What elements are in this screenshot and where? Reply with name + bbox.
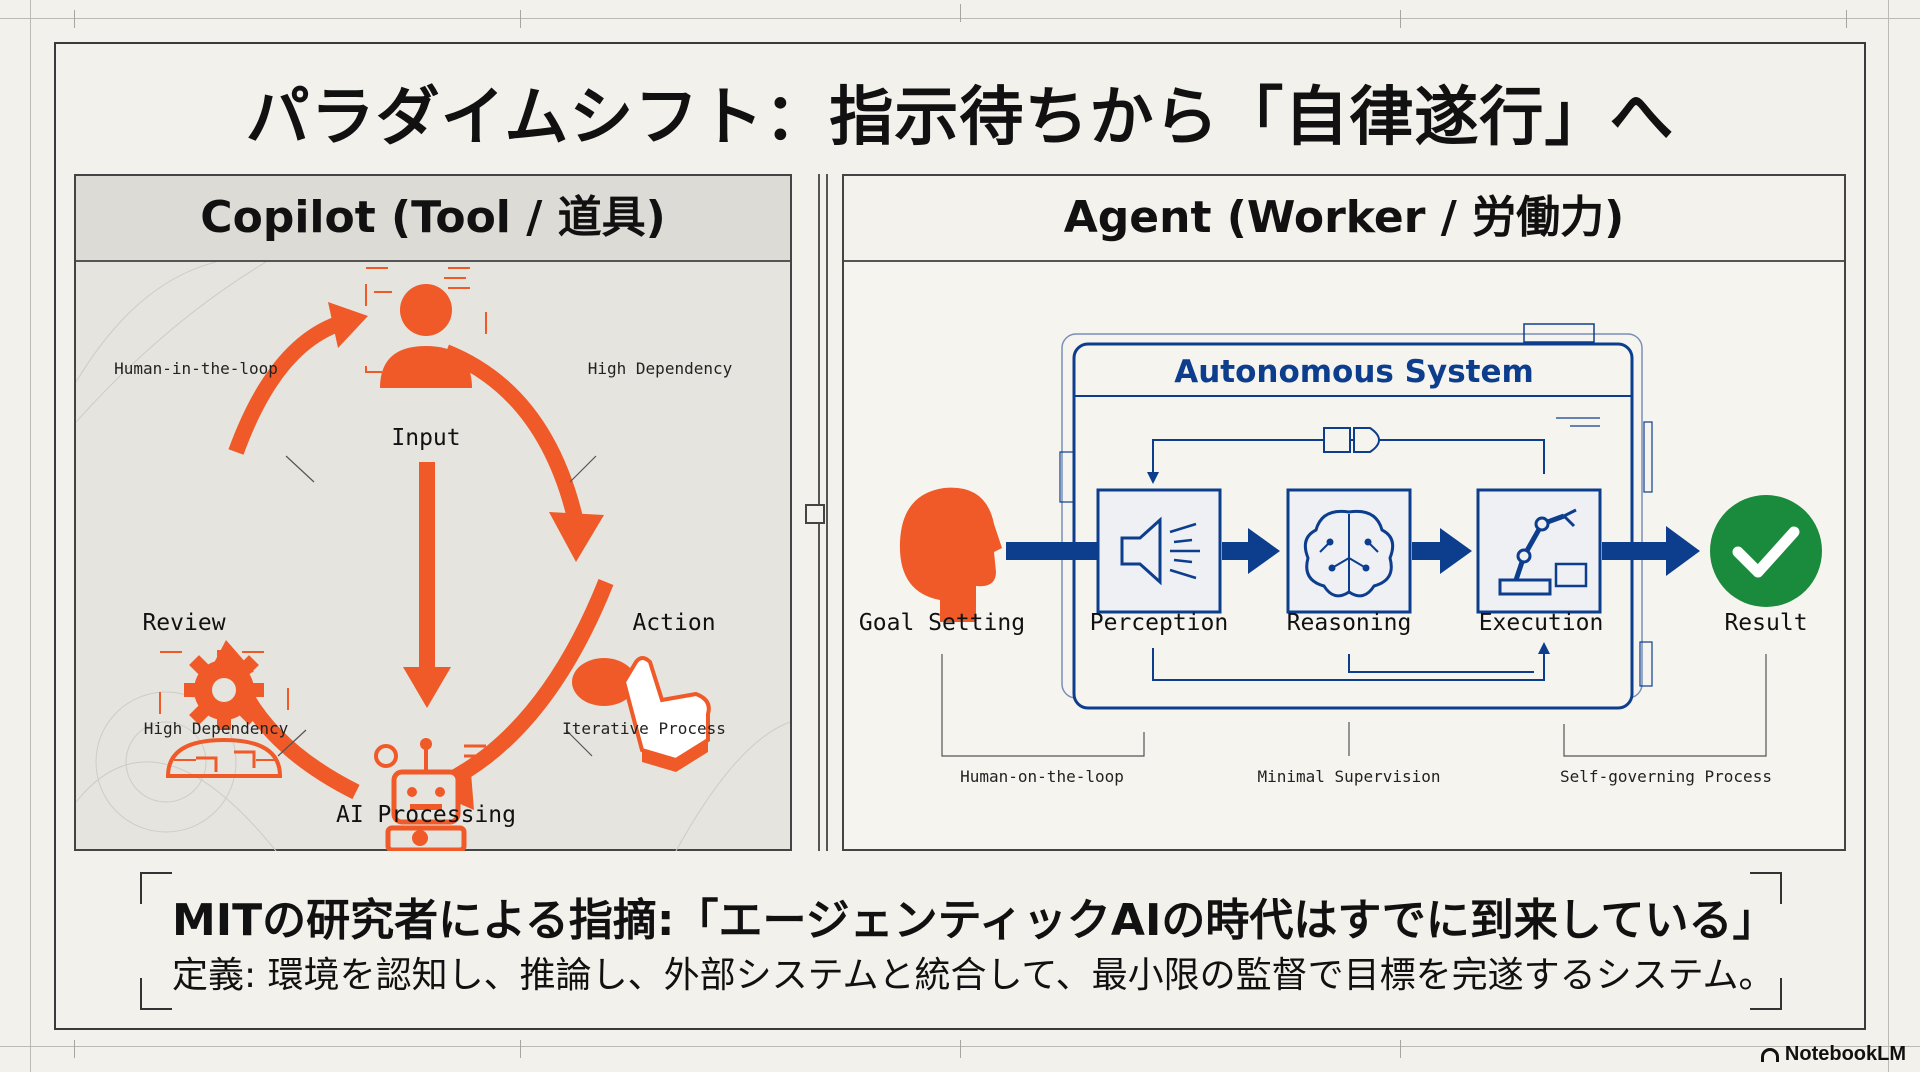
supervision-brackets — [941, 654, 1767, 757]
ruler-tick — [74, 1040, 75, 1058]
node-label-result: Result — [1724, 610, 1807, 636]
ruler-tick — [1846, 10, 1847, 28]
robot-arm-icon-box — [1476, 488, 1602, 614]
corner-bracket-bottom-right — [1750, 978, 1782, 1010]
node-label-action: Action — [632, 610, 715, 636]
notebooklm-icon — [1760, 1047, 1779, 1062]
agent-pipeline-diagram: Autonomous System — [859, 323, 1822, 786]
annotation-human-in-the-loop: Human-in-the-loop — [114, 359, 278, 378]
copilot-cycle-diagram: Input Action AI Processing Review Human-… — [76, 262, 790, 851]
node-label-perception: Perception — [1090, 610, 1228, 636]
corner-bracket-top-left — [140, 872, 172, 904]
pointing-hand-icon — [572, 656, 711, 772]
node-label-reasoning: Reasoning — [1287, 610, 1412, 636]
ruler-tick — [960, 1040, 961, 1058]
autonomous-system-title: Autonomous System — [1174, 354, 1534, 390]
notebooklm-logo: NotebookLM — [1760, 1043, 1906, 1066]
agent-panel: Agent (Worker / 労働力) Autonomous System — [842, 174, 1846, 851]
annotation-iterative-process: Iterative Process — [562, 719, 726, 738]
arrow-input-to-action — [442, 344, 584, 524]
slide-frame — [54, 42, 1866, 1030]
person-icon — [365, 267, 487, 388]
mit-quote: MITの研究者による指摘:「エージェンティックAIの時代はすでに到来している」 — [172, 895, 1777, 946]
agent-heading: Agent (Worker / 労働力) — [844, 176, 1844, 262]
brand-label: NotebookLM — [1784, 1043, 1906, 1065]
panel-divider — [826, 174, 828, 851]
gear-icon — [159, 650, 289, 778]
perception-box — [1096, 488, 1222, 614]
node-label-input: Input — [391, 425, 460, 451]
node-label-goal-setting: Goal Setting — [859, 610, 1025, 636]
node-label-ai-processing: AI Processing — [336, 802, 516, 828]
arrow-head — [403, 667, 451, 708]
definition-text: 定義: 環境を認知し、推論し、外部システムと統合して、最小限の監督で目標を完遂す… — [172, 955, 1775, 996]
robot-icon — [374, 738, 486, 851]
node-label-execution: Execution — [1479, 610, 1604, 636]
guide-line-right — [1888, 0, 1889, 1072]
corner-bracket-bottom-left — [140, 978, 172, 1010]
annotation-leaders — [277, 455, 597, 757]
ruler-tick — [960, 4, 961, 22]
arrow-review-to-input — [228, 314, 347, 455]
copilot-heading: Copilot (Tool / 道具) — [76, 176, 790, 262]
corner-bracket-top-right — [1750, 872, 1782, 904]
pipeline-arrows — [1006, 526, 1700, 576]
annotation-minimal-supervision: Minimal Supervision — [1257, 767, 1440, 786]
annotation-self-governing-process: Self-governing Process — [1560, 767, 1772, 786]
arrow-head — [328, 302, 368, 348]
checkmark-icon — [1710, 495, 1822, 607]
ruler-tick — [74, 10, 75, 28]
arrow-action-to-ai — [442, 579, 614, 790]
logic-gate-icon — [1323, 427, 1380, 453]
copilot-panel: Copilot (Tool / 道具) — [74, 174, 792, 851]
divider-marker — [805, 504, 825, 524]
arrow-head — [1538, 642, 1550, 654]
annotation-high-dependency-top: High Dependency — [588, 359, 733, 378]
brain-icon-box — [1286, 488, 1412, 614]
ruler-tick — [520, 10, 521, 28]
ruler-tick — [1400, 1040, 1401, 1058]
arrow-input-to-ai-shaft — [419, 462, 435, 672]
guide-line-left — [30, 0, 31, 1072]
annotation-high-dependency-bottom: High Dependency — [144, 719, 289, 738]
head-silhouette-icon — [899, 487, 1002, 622]
slide-title: パラダイムシフト：指示待ちから「自律遂行」へ — [245, 81, 1675, 155]
arrow-head — [549, 512, 604, 562]
node-label-review: Review — [142, 610, 225, 636]
ruler-tick — [520, 1040, 521, 1058]
ruler-tick — [1400, 10, 1401, 28]
sketch-background — [76, 262, 790, 851]
arrow-head — [1147, 472, 1159, 484]
annotation-human-on-the-loop: Human-on-the-loop — [960, 767, 1124, 786]
